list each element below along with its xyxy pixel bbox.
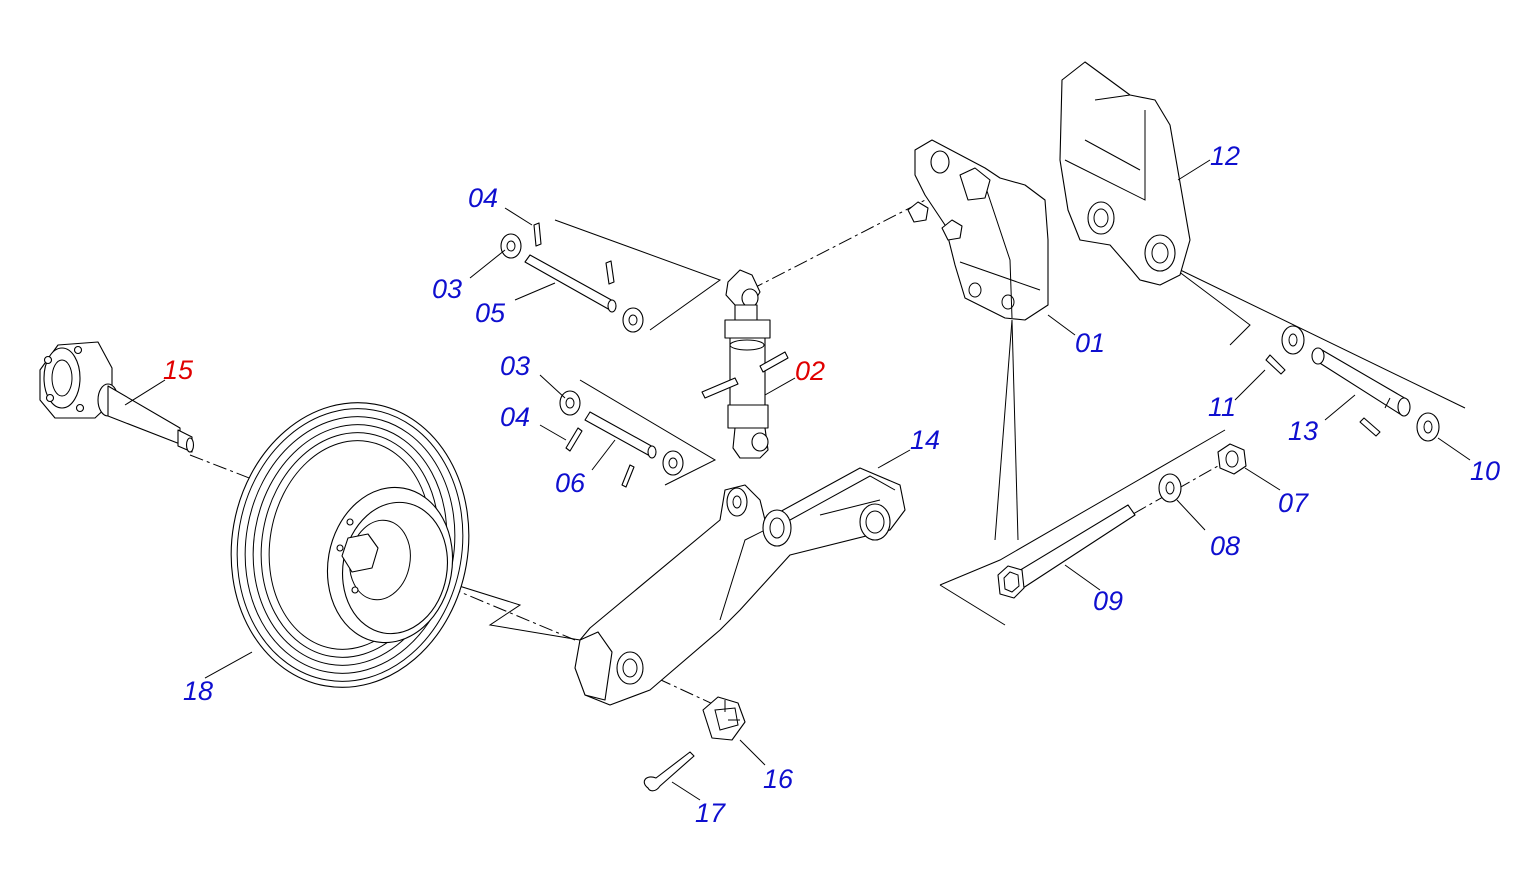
roll-pin-05-side[interactable]: [605, 260, 615, 285]
callout-04-upper[interactable]: 04: [468, 183, 498, 213]
part-09-bolt[interactable]: [997, 504, 1136, 599]
part-08-washer[interactable]: [1158, 473, 1182, 503]
part-06-pin[interactable]: [584, 411, 657, 459]
washer-06-end[interactable]: [662, 450, 684, 476]
part-01-bracket[interactable]: [907, 139, 1049, 321]
part-11-roll-pin[interactable]: [1265, 354, 1286, 375]
callout-12[interactable]: 12: [1210, 141, 1240, 171]
callout-13[interactable]: 13: [1288, 416, 1318, 446]
part-13-pin[interactable]: [1311, 347, 1411, 417]
callout-17[interactable]: 17: [695, 798, 726, 828]
part-16-castle-nut[interactable]: [702, 696, 746, 741]
callout-18[interactable]: 18: [183, 676, 213, 706]
roll-pin-06-side[interactable]: [621, 464, 635, 488]
part-05-pin[interactable]: [524, 254, 617, 313]
part-04-roll-pin-upper[interactable]: [533, 222, 542, 247]
part-13-roll-pin[interactable]: [1359, 417, 1381, 437]
leader-lines: [124, 159, 1471, 801]
callout-labels: 01 02 03 03 04 04 05 06 07 08 09 10 11 1…: [163, 141, 1500, 828]
callout-06[interactable]: 06: [555, 468, 586, 498]
part-02-cylinder[interactable]: [701, 269, 789, 459]
callout-16[interactable]: 16: [763, 764, 794, 794]
callout-11[interactable]: 11: [1208, 392, 1236, 422]
callout-08[interactable]: 08: [1210, 531, 1240, 561]
part-03-washer-upper[interactable]: [500, 233, 522, 259]
callout-01[interactable]: 01: [1075, 328, 1105, 358]
part-07-nut[interactable]: [1217, 443, 1247, 475]
part-18-wheel[interactable]: [209, 384, 491, 707]
callout-15[interactable]: 15: [163, 355, 194, 385]
callout-07[interactable]: 07: [1278, 488, 1309, 518]
callout-10[interactable]: 10: [1470, 456, 1500, 486]
part-14-arm[interactable]: [574, 467, 906, 706]
callout-05[interactable]: 05: [475, 298, 506, 328]
callout-04-lower[interactable]: 04: [500, 402, 530, 432]
callout-03-lower[interactable]: 03: [500, 351, 530, 381]
callout-14[interactable]: 14: [910, 425, 940, 455]
part-15-hub-spindle[interactable]: [39, 341, 195, 453]
part-04-roll-pin-lower[interactable]: [565, 427, 583, 452]
part-03-washer-lower[interactable]: [559, 390, 581, 416]
callout-09[interactable]: 09: [1093, 586, 1123, 616]
washer-near-13[interactable]: [1281, 325, 1305, 355]
washer-05-end[interactable]: [622, 307, 644, 333]
part-12-mount-plate[interactable]: [1059, 61, 1191, 286]
callout-02[interactable]: 02: [795, 356, 825, 386]
part-10-washer[interactable]: [1416, 412, 1440, 442]
callout-03-upper[interactable]: 03: [432, 274, 462, 304]
part-17-cotter-pin[interactable]: [643, 751, 695, 792]
